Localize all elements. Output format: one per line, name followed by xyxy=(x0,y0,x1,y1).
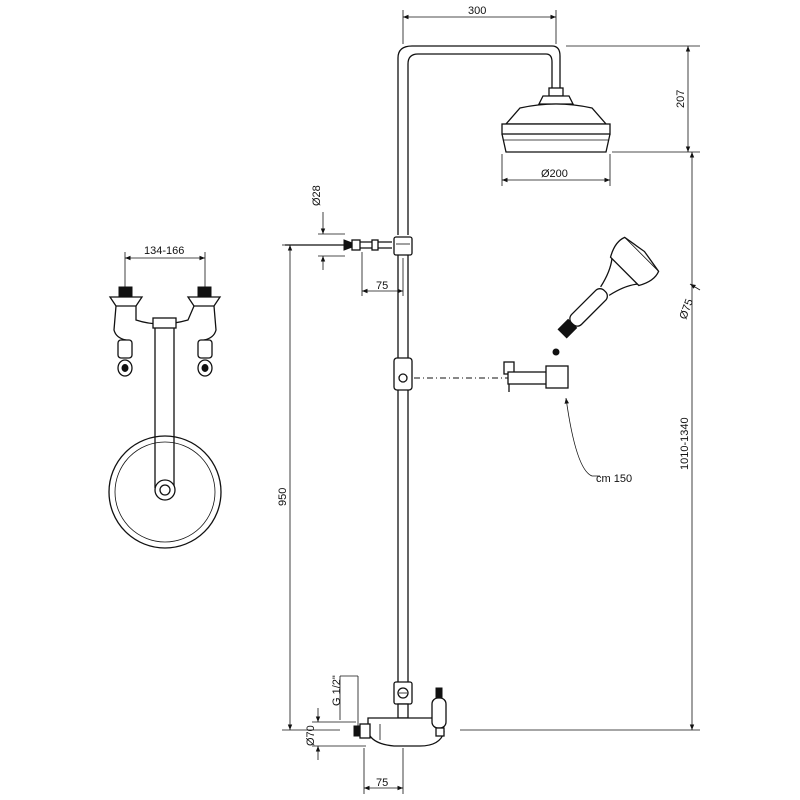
dim-total-height: 1010-1340 xyxy=(679,417,691,470)
mixer-side-view: 134-166 xyxy=(108,245,222,549)
dim-handshower-diameter: Ø75 xyxy=(678,297,696,321)
dim-riser-height: 950 xyxy=(277,488,289,506)
dim-inlet-offset: 75 xyxy=(376,777,388,789)
dim-hose-length: cm 150 xyxy=(596,473,632,485)
dim-inlet-thread: G 1/2" xyxy=(331,675,343,706)
dim-arm-length: 300 xyxy=(468,5,486,17)
dim-inlet-diameter: Ø70 xyxy=(305,725,317,746)
dim-head-diameter: Ø200 xyxy=(541,168,568,180)
dim-tap-diameter: Ø28 xyxy=(311,185,323,206)
shower-column-front-view: 300 207 Ø200 Ø28 75 xyxy=(277,5,701,794)
dim-tap-offset: 75 xyxy=(376,280,388,292)
dim-spacing-range: 134-166 xyxy=(144,245,184,257)
dim-head-height: 207 xyxy=(675,90,687,108)
